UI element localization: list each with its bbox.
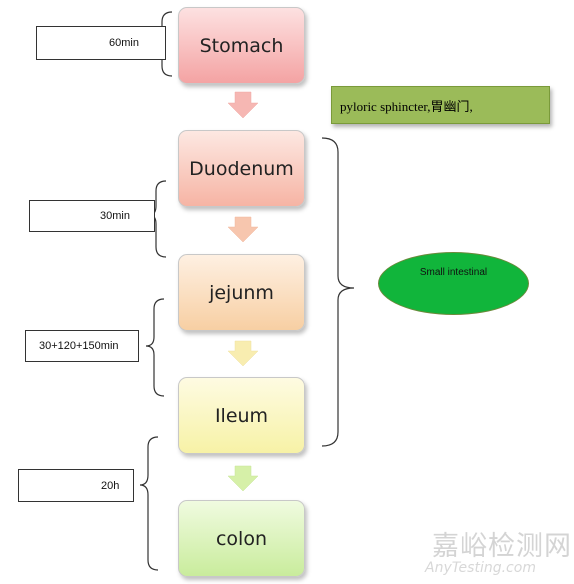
colon-time-box: 20h [18,469,134,502]
watermark-en: AnyTesting.com [425,560,536,576]
duodenum-time-box: 30min [29,200,155,232]
small-intestinal-ellipse: Small intestinal [378,252,529,315]
ileum-box: Ileum [178,377,305,454]
jejunum-box: jejunm [178,254,305,331]
brace-colon [139,436,159,571]
stomach-time-box: 60min [36,26,166,60]
jejunum-ileum-time-label: 30+120+150min [39,340,119,352]
duodenum-box: Duodenum [178,130,305,207]
brace-small-intestine [321,137,355,447]
pyloric-sphincter-note: pyloric sphincter,胃幽门, [331,86,550,124]
arrow-jejunum-ileum [227,340,259,367]
duodenum-time-label: 30min [100,210,130,222]
colon-time-label: 20h [101,479,120,492]
stomach-box: Stomach [178,7,305,84]
arrow-stomach-duodenum [227,91,259,119]
stomach-time-label: 60min [109,37,139,49]
watermark-cn: 嘉峪检测网 [432,531,572,562]
arrow-duodenum-jejunum [227,216,259,243]
jejunum-ileum-time-box: 30+120+150min [25,330,139,362]
colon-box: colon [178,500,305,577]
arrow-ileum-colon [227,465,259,492]
brace-jejunum-ileum [145,298,165,397]
